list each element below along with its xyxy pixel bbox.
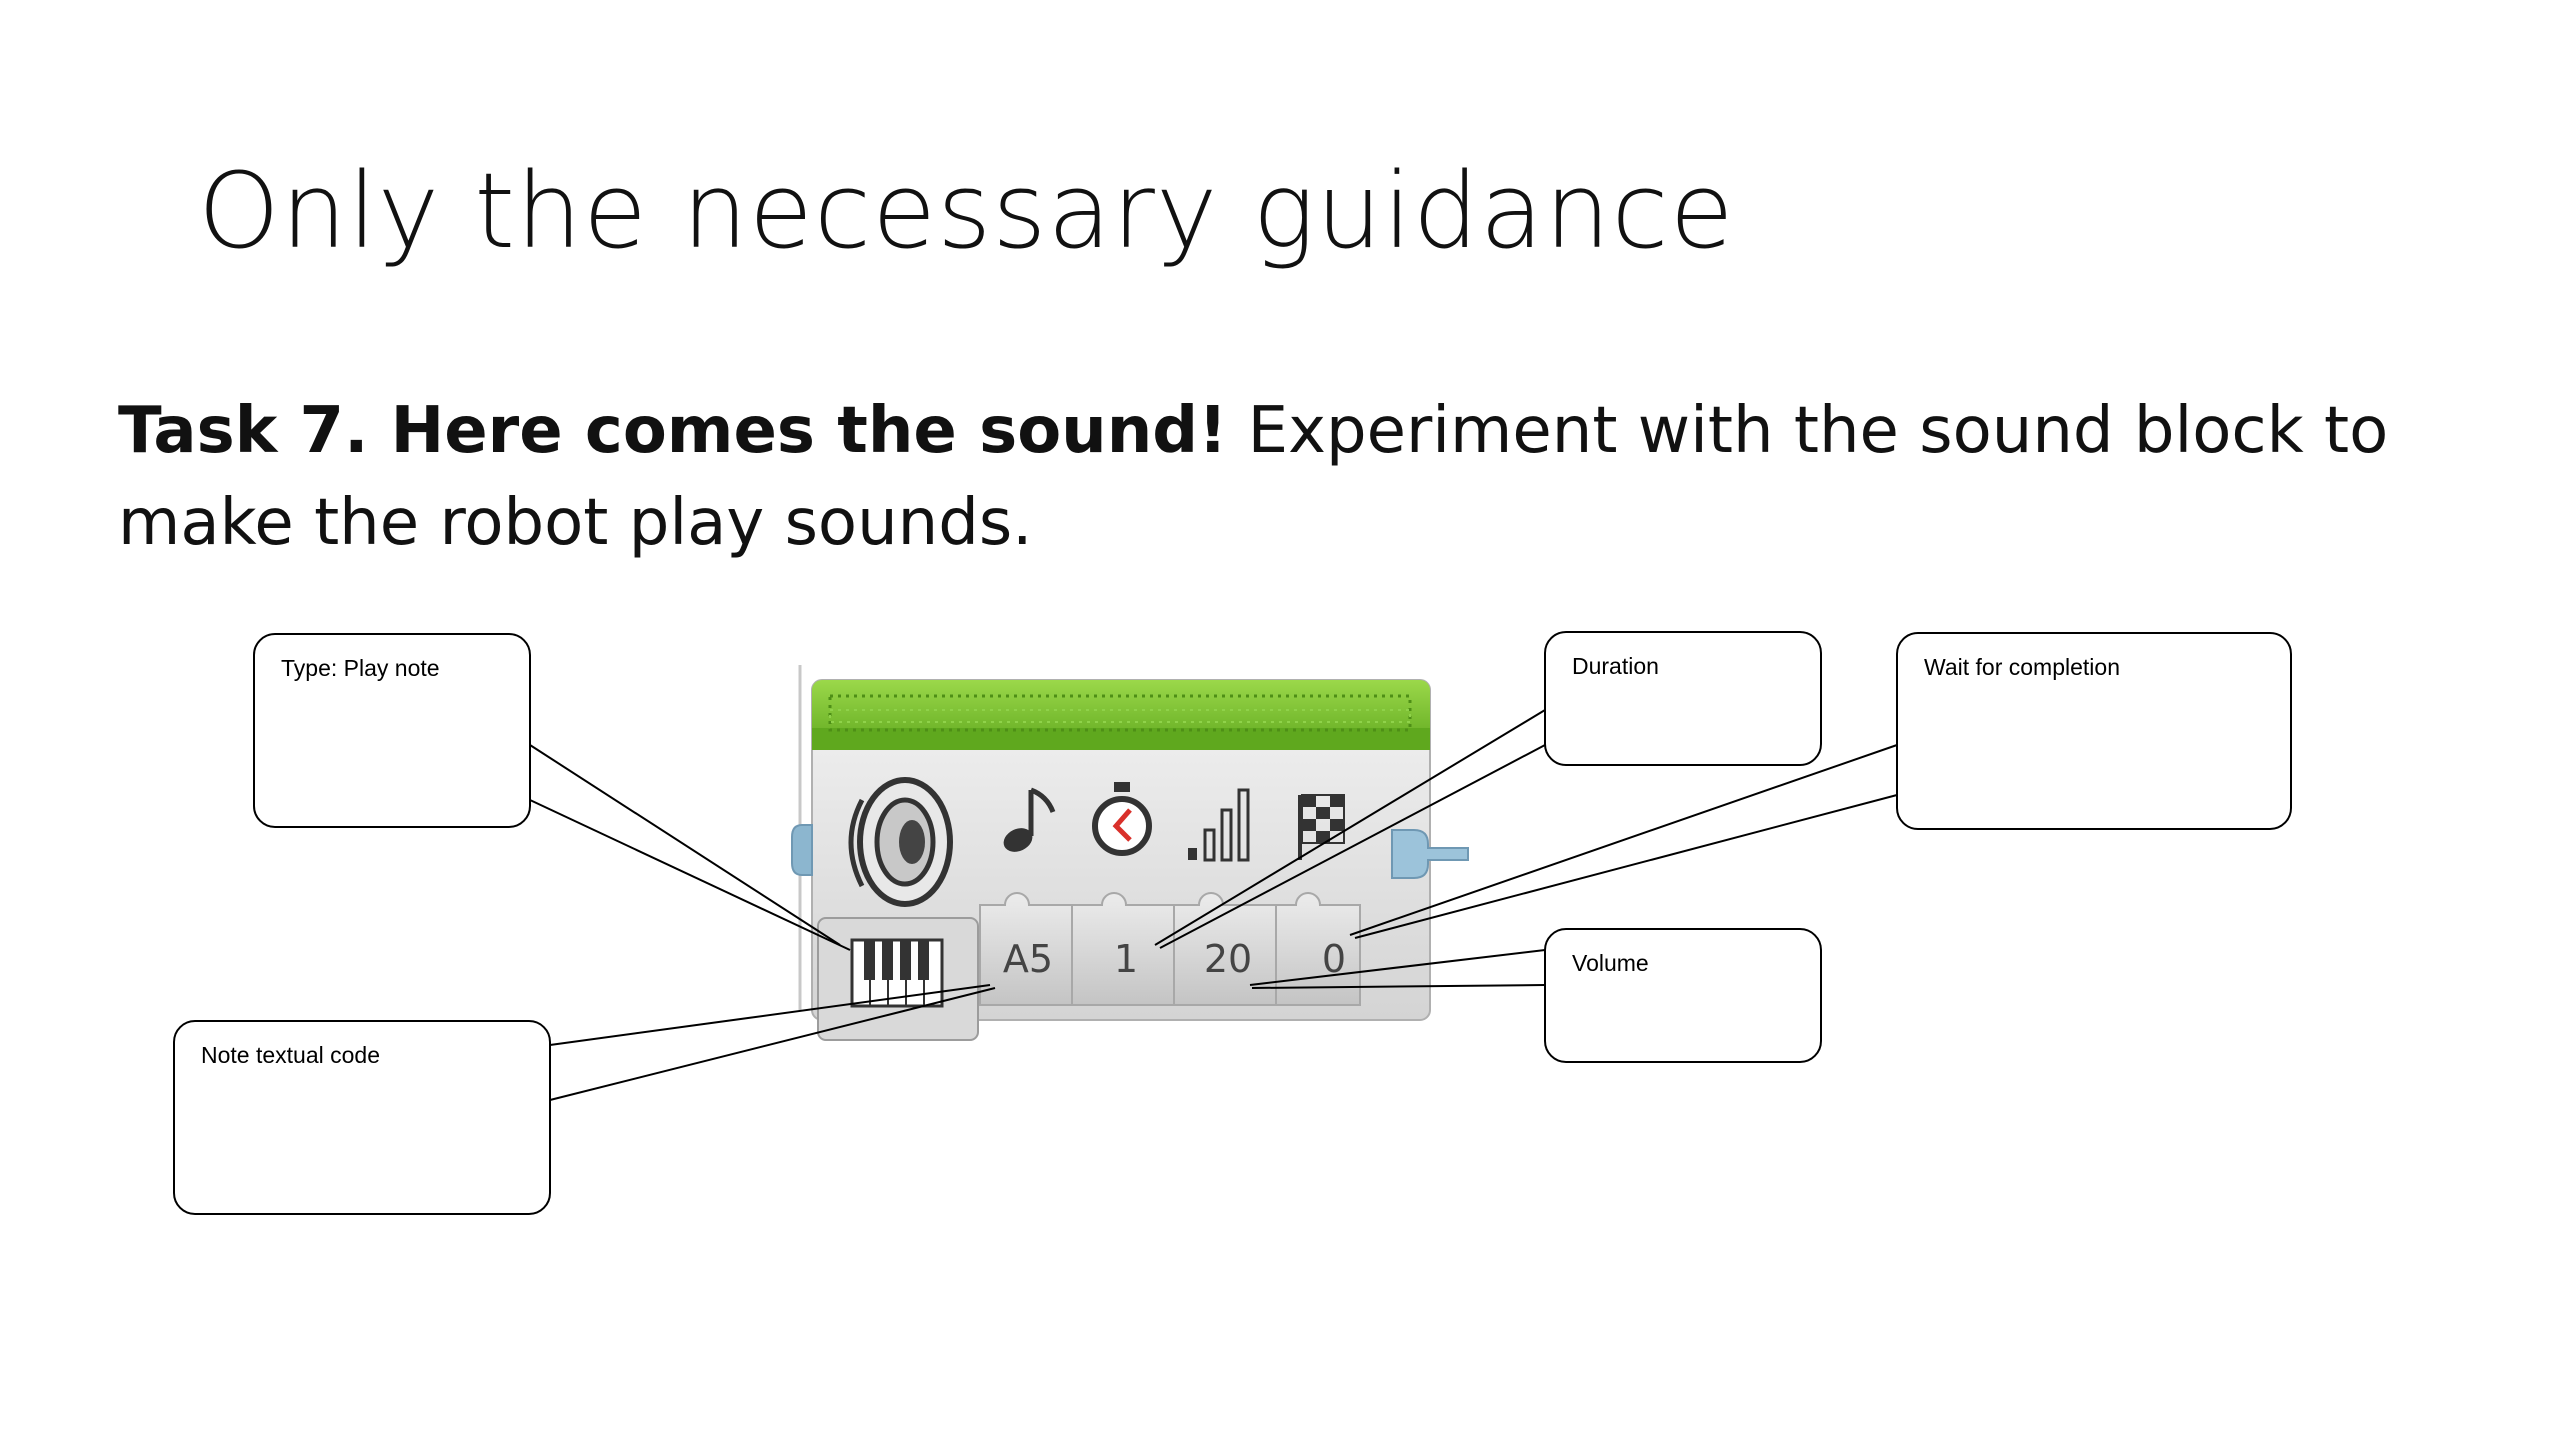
callout-duration-label: Duration (1572, 653, 1659, 679)
task-description: Task 7. Here comes the sound! Experiment… (118, 385, 2518, 569)
task-heading: Task 7. Here comes the sound! (118, 394, 1228, 468)
speaker-icon (848, 777, 953, 907)
piano-keys-icon (850, 938, 944, 1008)
stopwatch-icon (1092, 782, 1152, 856)
leader-lines (529, 709, 1898, 1101)
callout-wait-label: Wait for completion (1924, 654, 2120, 680)
callout-volume-label: Volume (1572, 950, 1649, 976)
parameter-strip (979, 892, 1361, 1006)
slide-title: Only the necessary guidance (198, 150, 1735, 272)
callout-wait: Wait for completion (1896, 632, 2292, 830)
volume-bars-icon (1188, 788, 1250, 862)
right-connector-icon (1391, 829, 1469, 879)
callout-note-code-label: Note textual code (201, 1042, 381, 1068)
callout-note-code: Note textual code (173, 1020, 551, 1215)
left-connector-icon (791, 824, 813, 876)
note-parameter[interactable]: A5 (1003, 937, 1053, 981)
music-note-icon (1003, 787, 1056, 852)
volume-parameter[interactable]: 20 (1204, 937, 1252, 981)
callout-duration: Duration (1544, 631, 1822, 766)
callout-volume: Volume (1544, 928, 1822, 1063)
duration-parameter[interactable]: 1 (1114, 937, 1138, 981)
callout-type: Type: Play note (253, 633, 531, 828)
task-body: Experiment with the sound block to make … (118, 394, 2389, 560)
callout-type-label: Type: Play note (281, 655, 440, 681)
